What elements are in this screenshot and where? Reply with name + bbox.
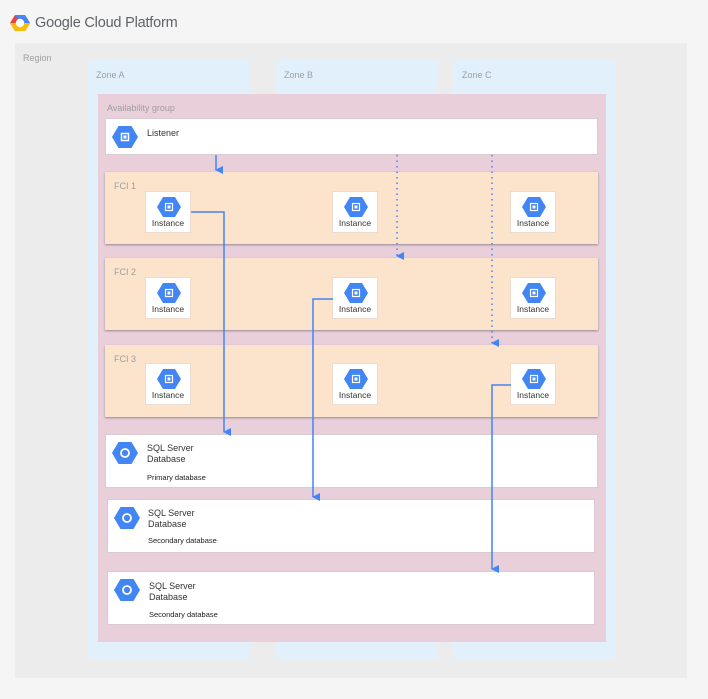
database-title-line2: Database [147,454,186,464]
instance-fci1-zone-c[interactable]: Instance [510,191,556,233]
zone-a-label: Zone A [96,70,125,80]
cloud-sql-icon [114,579,140,601]
gcp-logo-icon [10,15,30,31]
database-role: Secondary database [148,536,217,545]
instance-label: Instance [338,304,372,314]
compute-engine-icon [344,369,368,389]
listener-label: Listener [147,128,180,138]
database-title-line1: SQL Server [149,581,196,591]
compute-engine-icon [522,197,546,217]
compute-engine-icon [522,283,546,303]
fci-2-label: FCI 2 [114,267,137,277]
fci-3-label: FCI 3 [114,354,137,364]
availability-group-label: Availability group [107,103,175,113]
instance-fci1-zone-b[interactable]: Instance [332,191,378,233]
database-secondary-2[interactable]: SQL Server Database Secondary database [107,571,595,625]
zone-c-label: Zone C [462,70,492,80]
database-title: SQL Server Database [149,581,196,603]
listener-card[interactable]: Listener [105,118,598,155]
instance-fci2-zone-c[interactable]: Instance [510,277,556,319]
compute-engine-icon [157,197,181,217]
instance-fci2-zone-a[interactable]: Instance [145,277,191,319]
instance-label: Instance [338,390,372,400]
instance-fci3-zone-a[interactable]: Instance [145,363,191,405]
compute-engine-icon [157,283,181,303]
fci-1-label: FCI 1 [114,181,137,191]
load-balancer-icon [112,126,138,148]
instance-fci2-zone-b[interactable]: Instance [332,277,378,319]
instance-label: Instance [516,390,550,400]
brand-name: Google [35,15,81,31]
instance-label: Instance [151,390,185,400]
compute-engine-icon [522,369,546,389]
region-label: Region [23,53,52,63]
database-title-line1: SQL Server [148,508,195,518]
instance-label: Instance [151,218,185,228]
compute-engine-icon [157,369,181,389]
instance-label: Instance [516,304,550,314]
cloud-sql-icon [112,442,138,464]
instance-fci1-zone-a[interactable]: Instance [145,191,191,233]
database-title: SQL Server Database [148,508,195,530]
database-title: SQL Server Database [147,443,194,465]
database-title-line2: Database [149,592,188,602]
product-name: Cloud Platform [84,15,178,31]
cloud-sql-icon [114,507,140,529]
instance-fci3-zone-b[interactable]: Instance [332,363,378,405]
compute-engine-icon [344,197,368,217]
instance-label: Instance [516,218,550,228]
database-title-line1: SQL Server [147,443,194,453]
database-secondary-1[interactable]: SQL Server Database Secondary database [107,499,595,553]
database-role: Secondary database [149,610,218,619]
instance-label: Instance [151,304,185,314]
zone-b-label: Zone B [284,70,314,80]
instance-fci3-zone-c[interactable]: Instance [510,363,556,405]
database-role: Primary database [147,473,206,482]
database-primary[interactable]: SQL Server Database Primary database [105,434,598,488]
compute-engine-icon [344,283,368,303]
instance-label: Instance [338,218,372,228]
database-title-line2: Database [148,519,187,529]
gcp-header: Google Cloud Platform [10,12,178,34]
product-title: Google Cloud Platform [35,15,178,31]
